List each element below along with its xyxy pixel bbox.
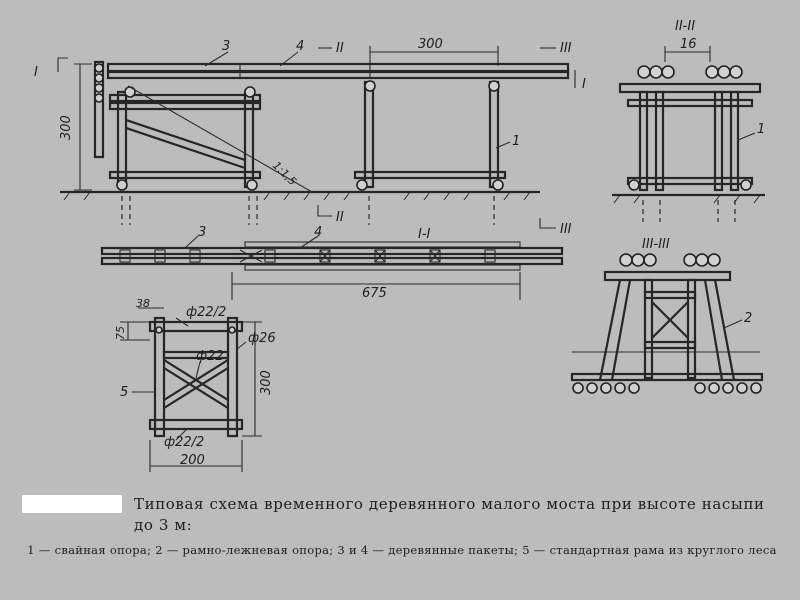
dim-length-675: 675 (362, 286, 387, 301)
embankment-slope (127, 85, 313, 193)
dia-bottom: ф22/2 (164, 435, 204, 450)
section-2-title: II-II (675, 19, 695, 34)
redaction-box (22, 495, 122, 513)
section-mark-1-left: I (34, 65, 38, 80)
figure-caption-legend: 1 — свайная опора; 2 — рамно-лежневая оп… (27, 543, 777, 557)
part-label-2: 2 (744, 311, 752, 326)
dim-height-300: 300 (59, 115, 74, 140)
dim-frame-75: 75 (114, 326, 127, 340)
section-mark-3-top: III (560, 41, 572, 56)
dim-gap-16: 16 (680, 37, 697, 52)
plan-title: I-I (418, 227, 431, 242)
part-label-1: 1 (512, 134, 520, 149)
dim-span-300: 300 (418, 37, 443, 52)
part-label-3: 3 (222, 39, 230, 54)
part-label-3b: 3 (198, 225, 206, 240)
section-mark-2-bottom: II (336, 210, 344, 225)
slope-label: 1:1,5 (270, 159, 299, 188)
abutment-wall (93, 60, 105, 159)
section-mark-3-bottom: III (560, 222, 572, 237)
abutment-frame (108, 86, 262, 191)
pile-pier-1 (353, 80, 507, 191)
plan-view (100, 235, 564, 300)
dim-frame-width-200: 200 (180, 453, 205, 468)
ground-hatch (63, 191, 531, 201)
dim-frame-38: 38 (136, 297, 150, 310)
dia-cross: ф22 (196, 349, 224, 364)
frame-detail-view (120, 307, 262, 472)
part-label-4: 4 (296, 39, 304, 54)
figure-caption-title: Типовая схема временного деревянного мал… (134, 495, 765, 534)
part-label-5: 5 (120, 385, 128, 400)
dia-post: ф26 (248, 331, 276, 346)
section-mark-1-right: I (582, 77, 586, 92)
section-mark-2-top: II (336, 41, 344, 56)
dia-top: ф22/2 (186, 305, 226, 320)
part-label-4b: 4 (314, 225, 322, 240)
deck-log-top (106, 62, 570, 73)
part-label-1b: 1 (757, 122, 765, 137)
section-2-view (612, 46, 765, 222)
dim-frame-height-300: 300 (259, 370, 274, 395)
section-3-view (570, 253, 764, 394)
deck-log-bottom (106, 70, 570, 80)
section-3-title: III-III (642, 237, 670, 252)
elevation-view (57, 46, 576, 229)
